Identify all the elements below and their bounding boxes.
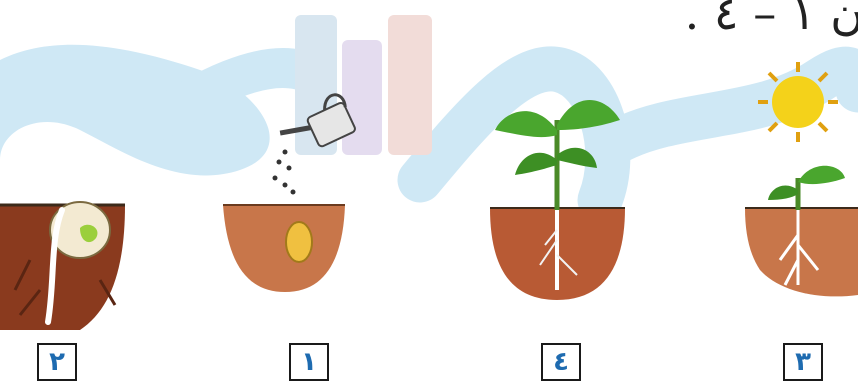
step-label: ١: [289, 343, 329, 381]
worksheet-title: ن ١ – ٤ .: [685, 0, 858, 36]
step-label: ٣: [783, 343, 823, 381]
step-panel-watering: [215, 60, 375, 340]
watering-can-seed-icon: [215, 60, 375, 340]
young-plant-icon: [485, 60, 645, 340]
step-label: ٤: [541, 343, 581, 381]
step-panel-sun-sprout: [740, 60, 858, 340]
seed-root-icon: [0, 60, 160, 340]
sun-sprout-icon: [740, 60, 858, 340]
step-panel-seed-root: [0, 60, 160, 340]
step-label: ٢: [37, 343, 77, 381]
step-panel-young-plant: [485, 60, 645, 340]
